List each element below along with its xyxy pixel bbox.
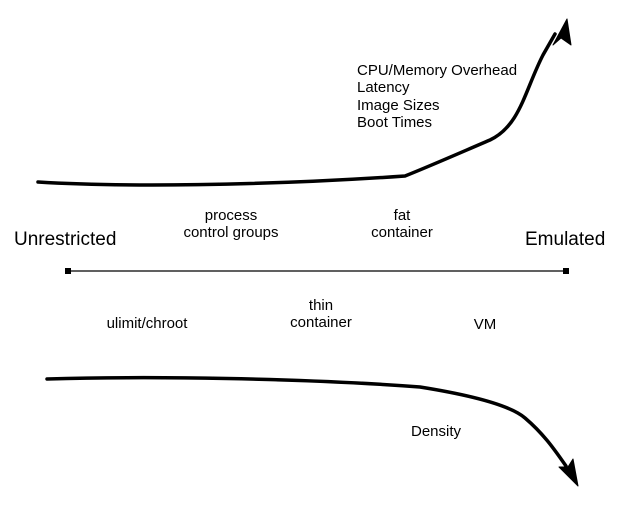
technique-line: control groups	[183, 224, 279, 241]
technique-line: VM	[473, 316, 497, 333]
overhead-label-boot-times: Boot Times	[357, 113, 433, 131]
overhead-label-latency: Latency	[357, 79, 410, 97]
technique-line: container	[290, 314, 352, 331]
technique-ulimit-chroot: ulimit/chroot	[107, 315, 188, 332]
density-curve	[45, 375, 568, 468]
overhead-labels: CPU/Memory Overhead Latency Image Sizes …	[357, 62, 517, 131]
technique-vm: VM	[474, 316, 497, 333]
axis-left-endpoint	[65, 268, 71, 274]
technique-thin-container: thin container	[290, 297, 352, 331]
overhead-curve	[36, 32, 557, 187]
density-label: Density	[411, 423, 462, 440]
spectrum-left-label: Unrestricted	[14, 229, 117, 250]
overhead-label-cpu-memory: CPU/Memory Overhead	[357, 62, 518, 79]
technique-process-control-groups: process control groups	[183, 207, 278, 241]
overhead-label-image-sizes: Image Sizes	[357, 96, 440, 114]
axis-right-endpoint	[563, 268, 569, 274]
technique-line: container	[371, 224, 433, 241]
overhead-arrowhead-icon	[552, 18, 572, 46]
technique-line: ulimit/chroot	[106, 315, 188, 332]
technique-line: fat	[393, 207, 411, 224]
density-arrowhead-icon	[558, 458, 579, 487]
technique-fat-container: fat container	[371, 207, 433, 241]
technique-line: thin	[308, 297, 334, 314]
spectrum-right-label: Emulated	[525, 229, 606, 250]
technique-line: process	[204, 207, 258, 224]
